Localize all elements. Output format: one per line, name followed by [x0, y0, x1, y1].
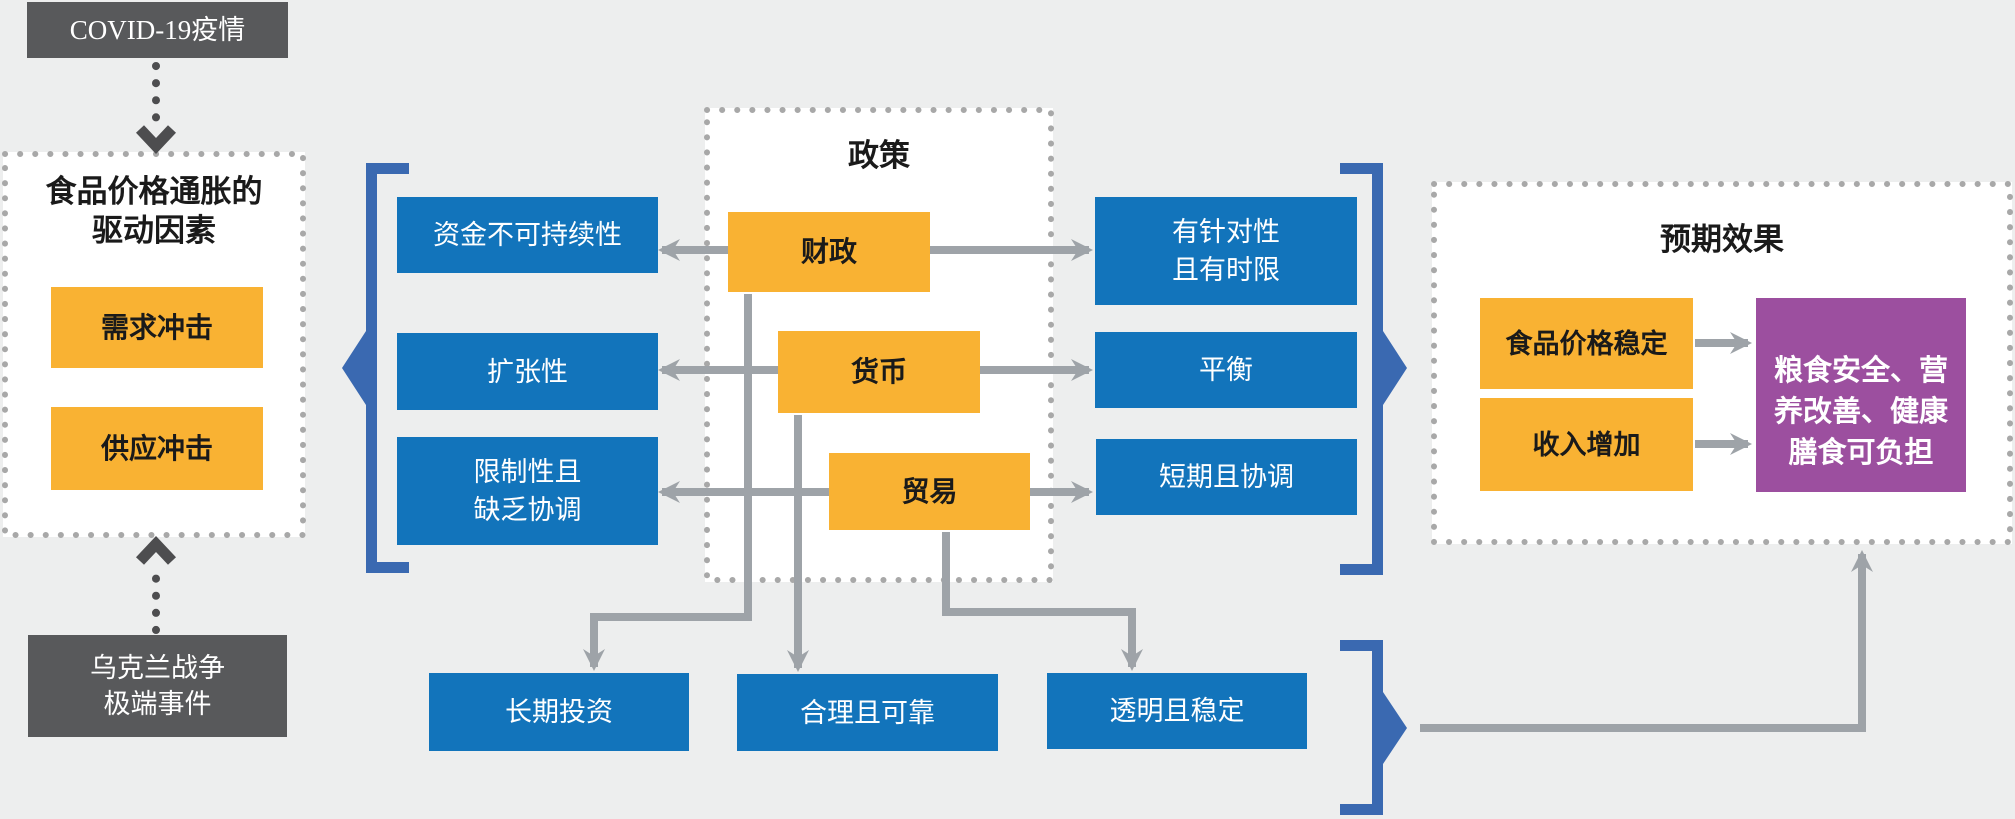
outcomes-panel-title: 预期效果: [1660, 222, 1784, 257]
fiscal-policy-box: 财政: [728, 212, 930, 292]
demand-shock-box: 需求冲击: [51, 287, 263, 368]
bottom-bracket: [1340, 640, 1407, 815]
covid-arrowhead-icon: [135, 125, 177, 155]
trade-policy-box: 贸易: [829, 453, 1030, 530]
shortterm-coordinated-box: 短期且协调: [1096, 439, 1357, 515]
ukraine-arrowhead-icon: [135, 535, 177, 565]
drivers-panel-dotted-border: [2, 151, 306, 538]
food-security-result-box: 粮食安全、营 养改善、健康 膳食可负担: [1756, 298, 1966, 492]
transparent-stable-box: 透明且稳定: [1047, 673, 1307, 749]
arrow-fiscal-to-investment: [583, 294, 752, 671]
monetary-expansionary-box: 扩张性: [397, 333, 658, 410]
price-stability-box: 食品价格稳定: [1480, 298, 1693, 389]
balanced-box: 平衡: [1095, 332, 1357, 408]
trade-restrictive-box: 限制性且 缺乏协调: [397, 437, 658, 545]
outcomes-panel-dotted-border: [1431, 181, 2013, 545]
fiscal-unsustainable-box: 资金不可持续性: [397, 197, 658, 273]
income-increase-box: 收入增加: [1480, 398, 1693, 491]
covid-box: COVID-19疫情: [27, 2, 288, 58]
longterm-investment-box: 长期投资: [429, 673, 689, 751]
arrow-trade-to-transparent: [942, 532, 1143, 671]
drivers-panel-title: 食品价格通胀的 驱动因素: [45, 174, 263, 248]
left-bracket: [342, 163, 409, 573]
reasonable-reliable-box: 合理且可靠: [737, 674, 998, 751]
ukraine-box: 乌克兰战争 极端事件: [28, 635, 287, 737]
arrow-to-outcomes: [1420, 550, 1873, 732]
supply-shock-box: 供应冲击: [51, 407, 263, 490]
right-bracket: [1340, 163, 1407, 575]
monetary-policy-box: 货币: [778, 331, 980, 413]
policy-panel-title: 政策: [848, 138, 910, 173]
targeted-timebound-box: 有针对性 且有时限: [1095, 197, 1357, 305]
